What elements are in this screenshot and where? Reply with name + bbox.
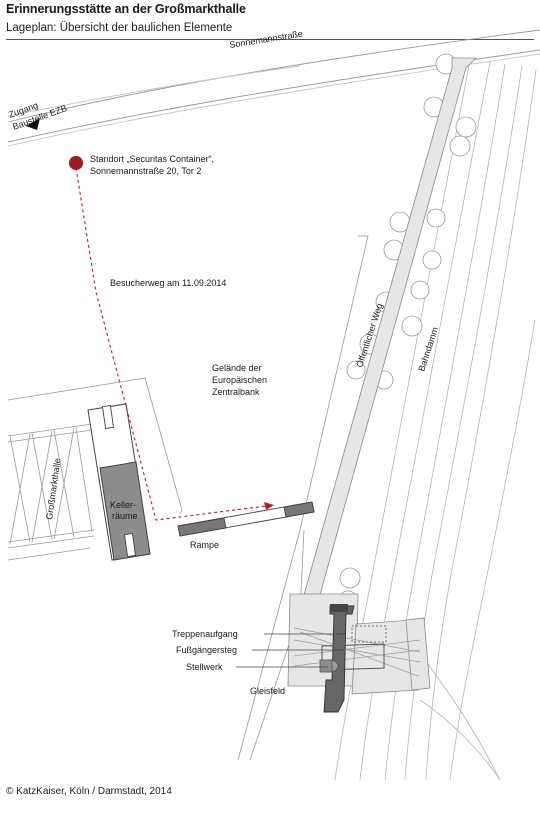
page-subtitle: Lageplan: Übersicht der baulichen Elemen… bbox=[6, 22, 233, 34]
footbridge-label: Fußgängersteg bbox=[176, 645, 237, 655]
visitor-path-arrow-icon bbox=[264, 502, 274, 510]
signal-box-label: Stellwerk bbox=[186, 662, 223, 672]
location-label-line1: Standort „Securitas Container“, bbox=[90, 154, 214, 164]
street-label: Sonnemannstraße bbox=[229, 29, 304, 50]
visitor-path bbox=[75, 167, 267, 521]
access-arrow-icon bbox=[26, 118, 40, 130]
visitor-path-label: Besucherweg am 11.09.2014 bbox=[110, 278, 226, 288]
ecb-label-line2: Europäischen bbox=[212, 375, 267, 385]
cellar-building bbox=[87, 403, 151, 561]
market-hall-outline bbox=[7, 377, 183, 561]
location-marker-icon bbox=[69, 156, 83, 170]
page-title: Erinnerungsstätte an der Großmarkthalle bbox=[6, 2, 246, 16]
cellar-label-line2: räume bbox=[112, 511, 138, 521]
platform-area bbox=[287, 593, 431, 713]
ecb-label-line1: Gelände der bbox=[212, 363, 262, 373]
cellar-label-line1: Keller- bbox=[110, 500, 136, 510]
trees bbox=[338, 53, 477, 610]
location-label-line2: Sonnemannstraße 20, Tor 2 bbox=[90, 166, 201, 176]
stair-access-label: Treppenaufgang bbox=[172, 629, 238, 639]
embankment-label: Bahndamm bbox=[416, 326, 440, 373]
callout-lines bbox=[236, 633, 346, 668]
ramp-label: Rampe bbox=[190, 540, 219, 550]
public-path bbox=[301, 57, 477, 603]
track-field-label: Gleisfeld bbox=[250, 686, 285, 696]
market-hall-label: Großmarkthalle bbox=[44, 457, 63, 520]
ecb-label-line3: Zentralbank bbox=[212, 387, 260, 397]
copyright: © KatzKaiser, Köln / Darmstadt, 2014 bbox=[6, 786, 172, 797]
ramp bbox=[177, 501, 315, 537]
title-divider bbox=[6, 39, 534, 40]
